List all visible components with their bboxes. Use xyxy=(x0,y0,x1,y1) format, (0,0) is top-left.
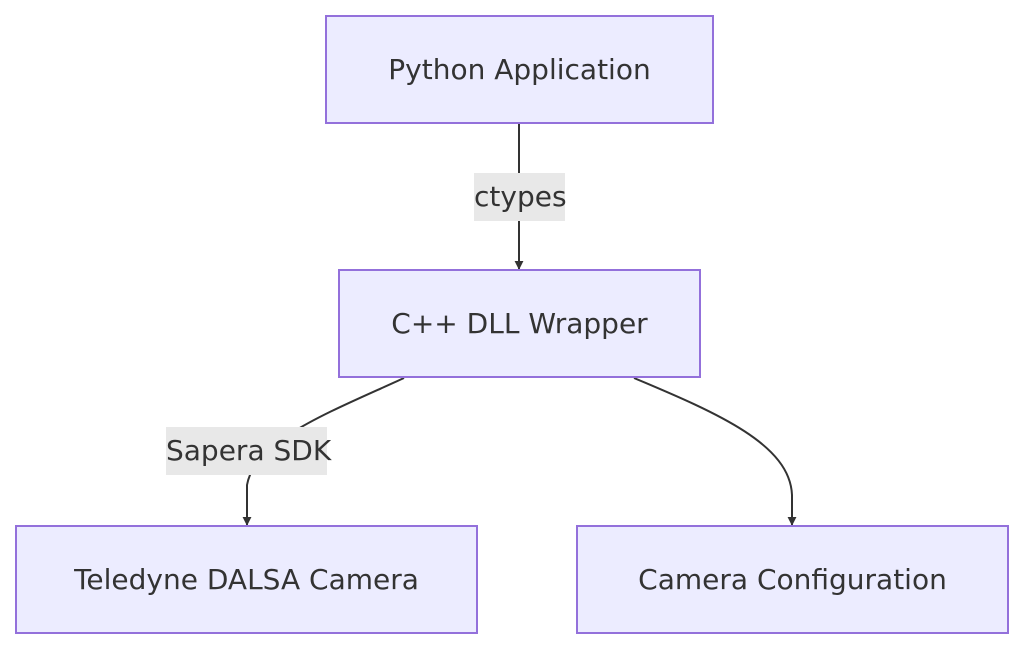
edge-label-text: Sapera SDK xyxy=(166,434,332,467)
edge-label-ctypes: ctypes xyxy=(474,173,567,221)
node-label: Teledyne DALSA Camera xyxy=(74,563,419,596)
node-teledyne-dalsa-camera: Teledyne DALSA Camera xyxy=(15,525,478,634)
node-camera-configuration: Camera Configuration xyxy=(576,525,1009,634)
edge-label-sapera-sdk: Sapera SDK xyxy=(166,427,331,475)
edge-dll-to-config xyxy=(633,377,797,526)
node-label: Camera Configuration xyxy=(638,563,947,596)
edge-label-text: ctypes xyxy=(474,180,567,213)
node-cpp-dll-wrapper: C++ DLL Wrapper xyxy=(338,269,701,378)
node-label: Python Application xyxy=(388,53,651,86)
node-label: C++ DLL Wrapper xyxy=(391,307,648,340)
node-python-application: Python Application xyxy=(325,15,714,124)
